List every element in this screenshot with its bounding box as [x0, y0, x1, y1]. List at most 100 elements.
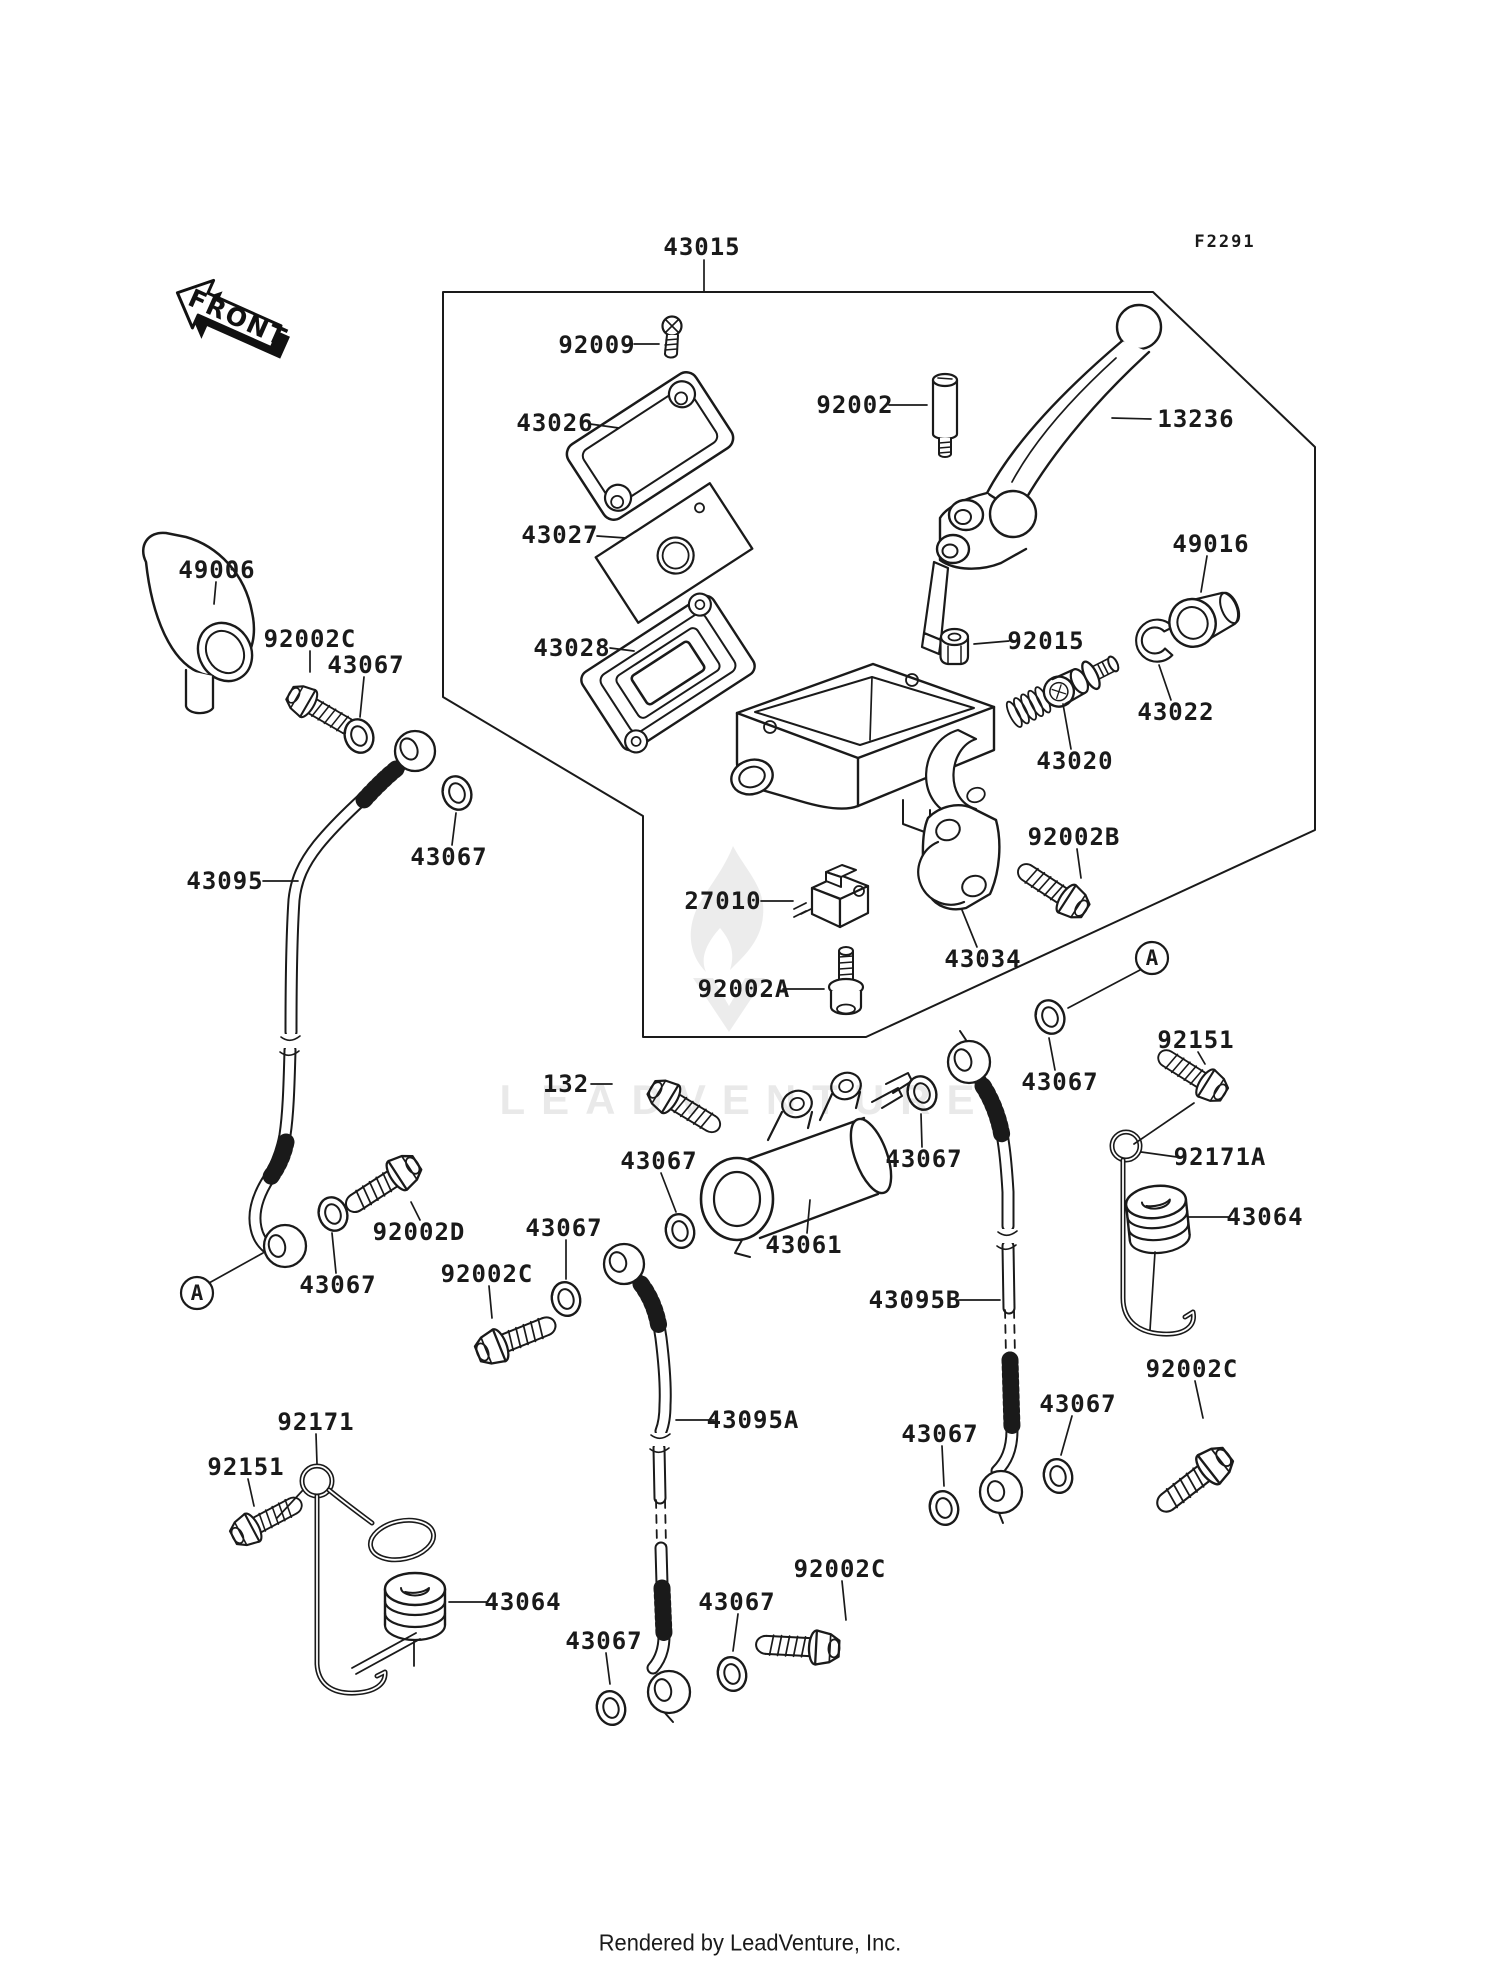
leader-line — [208, 1252, 264, 1284]
watermark-logo — [690, 846, 765, 1032]
part-label-92002C[interactable]: 92002C — [440, 1260, 534, 1288]
part-label-43067[interactable]: 43067 — [299, 1271, 377, 1299]
part-label-43067[interactable]: 43067 — [885, 1145, 963, 1173]
part-label-43095B[interactable]: 43095B — [868, 1286, 962, 1314]
part-label-43067[interactable]: 43067 — [698, 1588, 776, 1616]
ref-marker-circle — [179, 1275, 215, 1311]
part-43067-washer — [591, 1686, 631, 1730]
part-43095a-hose — [602, 1242, 692, 1723]
part-label-43067[interactable]: 43067 — [901, 1420, 979, 1448]
part-label-92002B[interactable]: 92002B — [1027, 823, 1121, 851]
part-label-92151[interactable]: 92151 — [207, 1453, 285, 1481]
part-label-92151[interactable]: 92151 — [1157, 1026, 1235, 1054]
part-label-27010[interactable]: 27010 — [684, 887, 762, 915]
ref-marker-letter: A — [1146, 946, 1159, 970]
part-label-92002A[interactable]: 92002A — [697, 975, 791, 1003]
part-label-43028[interactable]: 43028 — [533, 634, 611, 662]
part-label-43067[interactable]: 43067 — [525, 1214, 603, 1242]
part-label-49006[interactable]: 49006 — [178, 556, 256, 584]
part-label-92002C[interactable]: 92002C — [263, 625, 357, 653]
part-92002c-bolt-bottommid — [754, 1626, 842, 1667]
leader-line — [973, 640, 1010, 645]
part-43026-reservoir-cap — [565, 371, 735, 521]
part-label-43095[interactable]: 43095 — [186, 867, 264, 895]
assembly-box-outline — [442, 291, 1316, 1038]
part-label-43067[interactable]: 43067 — [620, 1147, 698, 1175]
part-49006-boot — [141, 531, 256, 715]
part-92009-screw — [661, 315, 683, 359]
part-92015-locknut — [939, 627, 970, 666]
part-43095-hose — [248, 729, 437, 1269]
part-label-43064[interactable]: 43064 — [1226, 1203, 1304, 1231]
part-label-43026[interactable]: 43026 — [516, 409, 594, 437]
part-92002d-bolt — [336, 1147, 428, 1224]
part-92002c-bolt-midleft — [469, 1305, 563, 1371]
part-92002a-bolt — [827, 946, 865, 1016]
leader-line — [660, 1172, 677, 1213]
leader-line — [1197, 1051, 1206, 1065]
part-label-43022[interactable]: 43022 — [1137, 698, 1215, 726]
part-43067-washer — [660, 1209, 700, 1253]
leader-line — [1133, 1102, 1195, 1145]
part-label-43064[interactable]: 43064 — [484, 1588, 562, 1616]
leader-line — [1060, 1415, 1073, 1456]
part-43027-plate — [594, 482, 754, 624]
part-label-49016[interactable]: 49016 — [1172, 530, 1250, 558]
leader-line — [1149, 1251, 1156, 1331]
part-13236-lever — [920, 303, 1163, 656]
part-label-92171A[interactable]: 92171A — [1173, 1143, 1267, 1171]
part-label-43067[interactable]: 43067 — [1039, 1390, 1117, 1418]
part-label-43015[interactable]: 43015 — [663, 233, 741, 261]
part-label-92015[interactable]: 92015 — [1007, 627, 1085, 655]
part-43095b-hose — [946, 1030, 1024, 1524]
part-label-92171[interactable]: 92171 — [277, 1408, 355, 1436]
leader-line — [1111, 417, 1152, 420]
leader-line — [609, 647, 635, 652]
part-43067-washer — [712, 1652, 752, 1696]
part-label-43067[interactable]: 43067 — [1021, 1068, 1099, 1096]
leader-line — [315, 1433, 318, 1465]
leader-line — [247, 1478, 255, 1507]
part-label-43095A[interactable]: 43095A — [706, 1406, 800, 1434]
part-label-92002D[interactable]: 92002D — [372, 1218, 466, 1246]
part-label-43067[interactable]: 43067 — [327, 651, 405, 679]
part-43022-eclip — [1135, 618, 1175, 663]
part-label-92002C[interactable]: 92002C — [1145, 1355, 1239, 1383]
leader-line — [596, 535, 627, 539]
part-label-43067[interactable]: 43067 — [410, 843, 488, 871]
part-43067-washer — [338, 714, 380, 758]
part-reservoir-body — [730, 662, 996, 835]
part-label-43067[interactable]: 43067 — [565, 1627, 643, 1655]
part-label-43020[interactable]: 43020 — [1036, 747, 1114, 775]
leader-line — [605, 1652, 611, 1685]
ref-markers: AA — [179, 940, 1170, 1311]
part-92002-pivot-bolt — [931, 372, 959, 458]
part-43061-cylinder — [699, 1071, 913, 1258]
part-label-13236[interactable]: 13236 — [1157, 405, 1235, 433]
front-arrow-icon — [175, 278, 290, 359]
leader-line — [1200, 555, 1208, 593]
leader-line — [1048, 1037, 1056, 1071]
leader-line — [841, 1580, 847, 1621]
leader-line — [276, 1489, 304, 1519]
part-92002b-bolt — [1009, 853, 1096, 926]
part-43067-washer — [546, 1277, 586, 1321]
part-label-92002[interactable]: 92002 — [816, 391, 894, 419]
part-label-92009[interactable]: 92009 — [558, 331, 636, 359]
part-43020-piston — [1005, 655, 1120, 728]
leader-line — [488, 1285, 493, 1319]
watermark-text: LEADVENTURE — [499, 1076, 991, 1123]
part-label-92002C[interactable]: 92002C — [793, 1555, 887, 1583]
leader-line — [359, 676, 365, 718]
leader-line — [1062, 703, 1072, 750]
ref-marker-letter: A — [191, 1281, 204, 1305]
part-label-132[interactable]: 132 — [542, 1070, 590, 1098]
part-label-43034[interactable]: 43034 — [944, 945, 1022, 973]
leader-line — [1158, 664, 1172, 701]
part-label-43027[interactable]: 43027 — [521, 521, 599, 549]
part-43067-washer — [1038, 1454, 1078, 1498]
leader-line — [920, 1113, 923, 1148]
part-label-43061[interactable]: 43061 — [765, 1231, 843, 1259]
